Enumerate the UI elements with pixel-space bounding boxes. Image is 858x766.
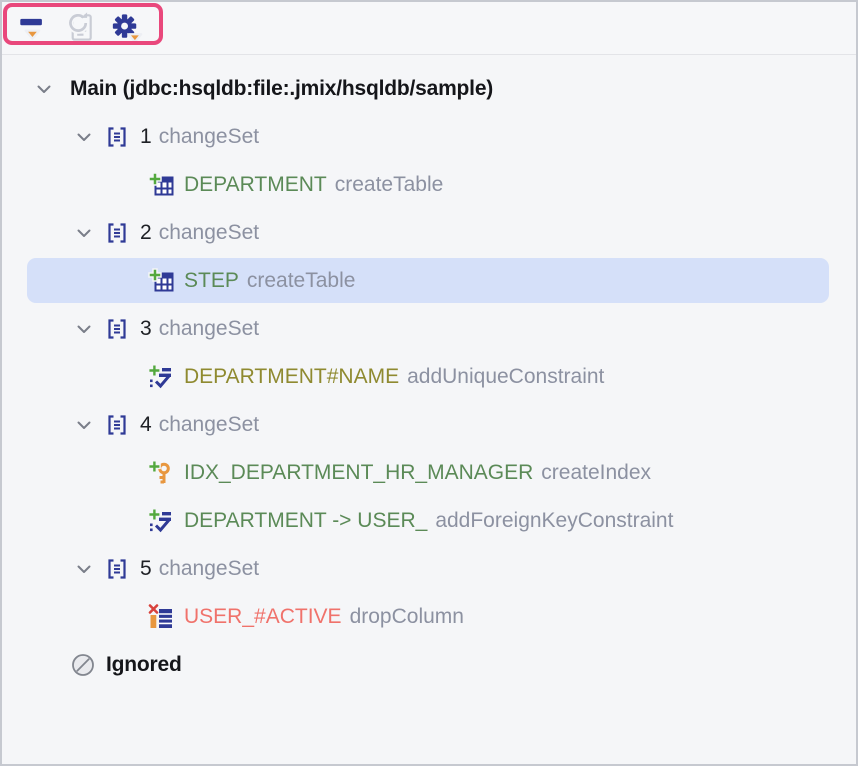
chevron-down-icon[interactable] [72, 221, 96, 245]
changeset-icon [104, 556, 130, 582]
changeset-label: changeSet [158, 557, 260, 580]
changeset-number: 1 [140, 125, 152, 148]
create-table-icon [148, 172, 174, 198]
changeset-number: 3 [140, 317, 152, 340]
update-script-button[interactable] [61, 9, 97, 45]
changeset-label: changeSet [158, 125, 260, 148]
diff-dropdown-button[interactable] [14, 9, 50, 45]
tree-node-changeset-1[interactable]: 1 changeSet [2, 113, 856, 161]
ignored-icon [70, 652, 96, 678]
create-index-icon [148, 460, 174, 486]
tree-node-ignored[interactable]: Ignored [2, 641, 856, 689]
chevron-down-icon[interactable] [32, 77, 56, 101]
changeset-label: changeSet [158, 317, 260, 340]
tree-node-department[interactable]: DEPARTMENT createTable [2, 161, 856, 209]
chevron-down-icon[interactable] [72, 317, 96, 341]
changeset-number: 2 [140, 221, 152, 244]
tree-node-changeset-5[interactable]: 5 changeSet [2, 545, 856, 593]
chevron-down-icon[interactable] [72, 413, 96, 437]
node-title: Ignored [106, 653, 182, 676]
tree-node-step[interactable]: STEP createTable [2, 257, 856, 305]
add-constraint-icon [148, 364, 174, 390]
changeset-icon [104, 316, 130, 342]
change-operation: createIndex [541, 461, 652, 484]
change-target-name: IDX_DEPARTMENT_HR_MANAGER [184, 461, 534, 484]
chevron-down-icon[interactable] [72, 125, 96, 149]
change-target-name: DEPARTMENT#NAME [184, 365, 400, 388]
tree-node-main[interactable]: Main (jdbc:hsqldb:file:.jmix/hsqldb/samp… [2, 65, 856, 113]
tree-node-department-name[interactable]: DEPARTMENT#NAME addUniqueConstraint [2, 353, 856, 401]
settings-gear-button[interactable] [107, 9, 143, 45]
change-operation: createTable [334, 173, 444, 196]
change-target-name: DEPARTMENT [184, 173, 327, 196]
tree-node-idx-department-hr-manager[interactable]: IDX_DEPARTMENT_HR_MANAGER createIndex [2, 449, 856, 497]
tree-node-changeset-3[interactable]: 3 changeSet [2, 305, 856, 353]
change-operation: addUniqueConstraint [407, 365, 605, 388]
settings-gear-icon [107, 9, 143, 45]
changeset-label: changeSet [158, 413, 260, 436]
change-operation: createTable [246, 269, 356, 292]
add-constraint-icon [148, 508, 174, 534]
diff-dropdown-icon [14, 9, 50, 45]
changelog-tree: Main (jdbc:hsqldb:file:.jmix/hsqldb/samp… [2, 55, 856, 689]
node-title: Main (jdbc:hsqldb:file:.jmix/hsqldb/samp… [70, 77, 494, 100]
change-target-name: DEPARTMENT -> USER_ [184, 509, 428, 532]
change-target-name: USER_#ACTIVE [184, 605, 342, 628]
create-table-icon [148, 268, 174, 294]
change-target-name: STEP [184, 269, 239, 292]
drop-column-icon [148, 604, 174, 630]
chevron-down-icon[interactable] [72, 557, 96, 581]
tree-node-changeset-2[interactable]: 2 changeSet [2, 209, 856, 257]
changeset-number: 5 [140, 557, 152, 580]
toolbar [2, 2, 856, 55]
tree-node-user-active[interactable]: USER_#ACTIVE dropColumn [2, 593, 856, 641]
update-script-icon [61, 9, 97, 45]
changeset-label: changeSet [158, 221, 260, 244]
change-operation: addForeignKeyConstraint [435, 509, 674, 532]
changeset-icon [104, 220, 130, 246]
changeset-number: 4 [140, 413, 152, 436]
tree-node-department-user[interactable]: DEPARTMENT -> USER_ addForeignKeyConstrai… [2, 497, 856, 545]
changeset-icon [104, 412, 130, 438]
change-operation: dropColumn [349, 605, 464, 628]
changeset-icon [104, 124, 130, 150]
tree-node-changeset-4[interactable]: 4 changeSet [2, 401, 856, 449]
